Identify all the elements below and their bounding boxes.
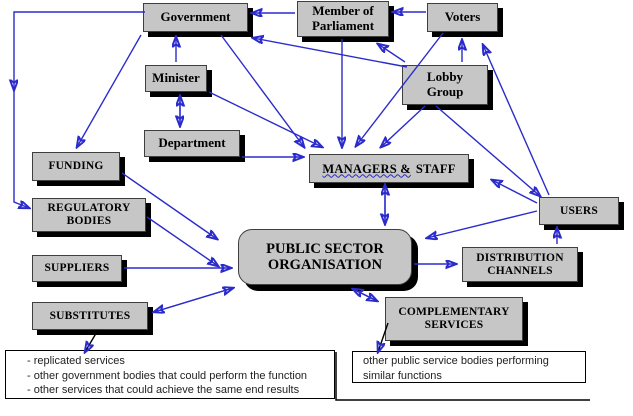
node-lobby-group-label: Lobby Group [426,69,464,99]
node-lobby-group: Lobby Group [402,65,488,105]
node-suppliers-label: SUPPLIERS [44,262,110,275]
arrow-pso-to-complementary [352,288,377,301]
arrow-complementary-to-pso [353,289,378,302]
arrow-government-to-funding [77,34,142,147]
node-voters: Voters [427,3,498,32]
node-managers-staff-label-underlined: MANAGERS & [322,161,411,176]
node-users: USERS [539,197,619,225]
substitutes-note-box: - replicated services - other government… [5,350,335,399]
node-distribution-channels: DISTRIBUTION CHANNELS [462,247,578,282]
complementary-note-line: similar functions [363,369,442,382]
node-complementary-services: COMPLEMENTARY SERVICES [385,297,523,341]
node-government: Government [143,3,248,32]
arrow-government-left-path [14,11,145,90]
arrow-lobby-to-government [253,38,408,68]
node-minister-label: Minister [152,70,200,86]
node-complementary-services-label: COMPLEMENTARY SERVICES [398,306,510,331]
node-voters-label: Voters [444,9,481,25]
complementary-note-line: other public service bodies performing [363,355,549,367]
arrow-substitutes-to-pso [153,288,233,313]
node-suppliers: SUPPLIERS [32,255,122,282]
node-managers-staff: MANAGERS & STAFF [309,154,469,183]
substitutes-note-line: - other services that could achieve the … [27,384,300,396]
node-minister: Minister [145,65,207,92]
node-department-label: Department [158,135,226,151]
arrow-lobby-to-mp [378,44,406,63]
complementary-note-box: other public service bodies performing s… [352,351,586,383]
node-substitutes-label: SUBSTITUTES [49,309,131,322]
node-member-of-parliament-label: Member of Parliament [311,3,375,33]
arrow-government-to-regulatory [13,90,29,208]
node-public-sector-organisation: PUBLIC SECTOR ORGANISATION [238,229,412,285]
node-distribution-channels-label: DISTRIBUTION CHANNELS [476,251,564,277]
arrow-pso-to-substitutes [154,287,234,312]
node-substitutes: SUBSTITUTES [32,302,148,330]
node-department: Department [144,130,240,157]
node-member-of-parliament: Member of Parliament [297,1,389,37]
node-government-label: Government [160,9,231,25]
node-users-label: USERS [559,204,599,217]
node-managers-staff-label-rest: STAFF [415,161,456,176]
arrow-users-to-voters [483,45,550,196]
arrow-lobby-to-managers [381,105,426,147]
node-regulatory-bodies: REGULATORY BODIES [32,198,146,232]
node-funding-label: FUNDING [48,160,104,173]
substitutes-note-line: - other government bodies that could per… [27,369,308,382]
arrow-users-to-managers [492,180,538,204]
node-public-sector-organisation-label: PUBLIC SECTOR ORGANISATION [266,240,384,273]
node-funding: FUNDING [32,152,120,181]
arrow-users-to-pso [427,210,538,238]
node-regulatory-bodies-label: REGULATORY BODIES [47,202,131,227]
arrow-regulatory-to-pso [146,216,218,266]
substitutes-note-line: - replicated services [27,355,125,367]
arrow-substitutes-to-note [85,329,99,352]
